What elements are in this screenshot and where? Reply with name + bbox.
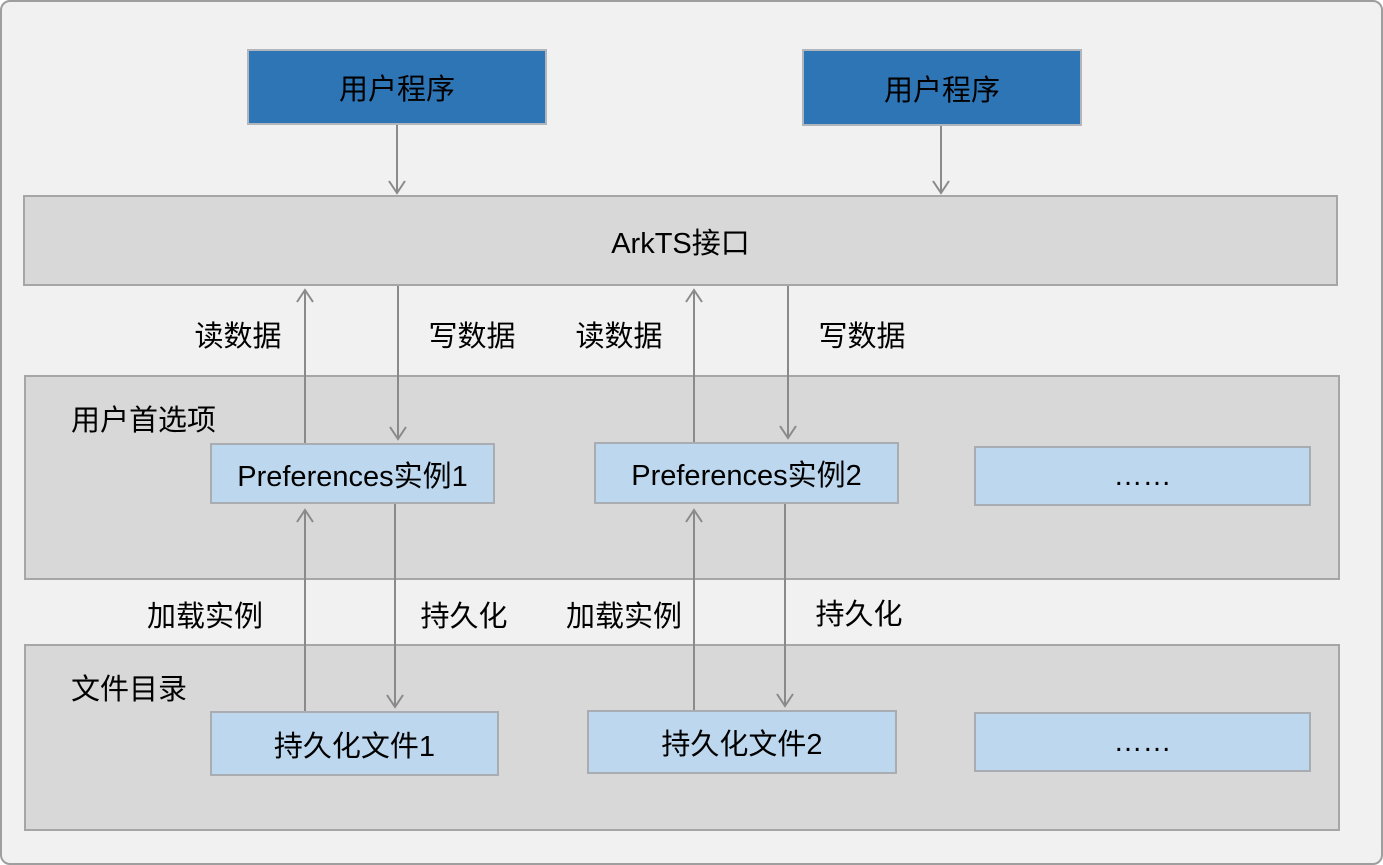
- arrow-read-data-1: [296, 288, 314, 443]
- preferences-instance-2-label: Preferences实例2: [631, 460, 862, 492]
- persistent-file-2-box: 持久化文件2: [587, 710, 897, 774]
- user-program-label: 用户程序: [883, 74, 1000, 107]
- preferences-instance-1-label: Preferences实例1: [237, 460, 468, 493]
- file-directory-region-label: 文件目录: [71, 674, 188, 706]
- flow-label-write-1: 写数据: [428, 321, 516, 353]
- persistent-file-more-label: ……: [1113, 725, 1172, 758]
- flow-label-load-1: 加载实例: [146, 601, 264, 633]
- arrow-load-instance-1: [296, 508, 314, 711]
- preferences-instance-2-box: Preferences实例2: [594, 442, 899, 504]
- arrow-read-data-2: [685, 288, 703, 442]
- preferences-instance-1-box: Preferences实例1: [210, 443, 495, 504]
- flow-label-load-2: 加载实例: [565, 601, 683, 633]
- user-program-box-2: 用户程序: [802, 49, 1082, 126]
- arkts-interface-bar: ArkTS接口: [23, 195, 1338, 286]
- arrow-load-instance-2: [685, 508, 703, 710]
- arkts-interface-label: ArkTS接口: [611, 227, 750, 260]
- arrow-persist-2: [776, 504, 794, 708]
- arrow-app1-to-arkts: [388, 125, 406, 195]
- flow-label-write-2: 写数据: [818, 321, 906, 353]
- flow-label-read-2: 读数据: [575, 321, 663, 353]
- arrow-persist-1: [386, 504, 404, 709]
- preferences-region-label: 用户首选项: [71, 405, 217, 437]
- persistent-file-1-box: 持久化文件1: [210, 711, 499, 776]
- flow-label-read-1: 读数据: [194, 321, 282, 353]
- persistent-file-2-label: 持久化文件2: [661, 729, 823, 761]
- persistent-file-more-box: ……: [974, 712, 1311, 772]
- preferences-instance-more-box: ……: [974, 446, 1311, 506]
- arrow-write-data-2: [779, 286, 797, 440]
- arrow-app2-to-arkts: [932, 126, 950, 195]
- preferences-instance-more-label: ……: [1113, 459, 1172, 492]
- arrow-write-data-1: [389, 286, 407, 441]
- user-program-box-1: 用户程序: [247, 49, 547, 125]
- persistent-file-1-label: 持久化文件1: [273, 730, 436, 763]
- user-program-label: 用户程序: [338, 74, 455, 106]
- flow-label-persist-1: 持久化: [420, 601, 508, 633]
- flow-label-persist-2: 持久化: [815, 599, 903, 631]
